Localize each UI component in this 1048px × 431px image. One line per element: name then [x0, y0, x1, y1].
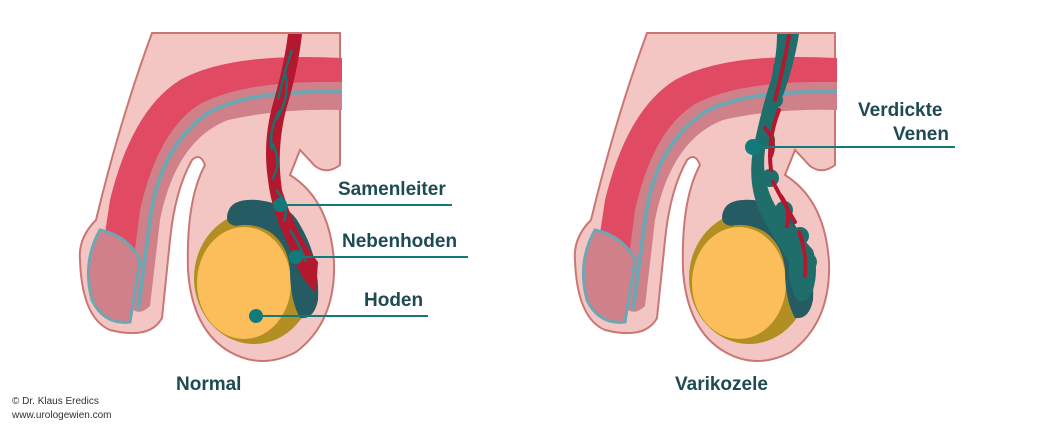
corpus-cavernosum: [95, 56, 342, 312]
credit-author: © Dr. Klaus Eredics: [12, 396, 99, 407]
testis-right: [692, 227, 786, 339]
caption-normal: Normal: [176, 374, 241, 395]
pointer-dot-verdickte-venen: [745, 139, 761, 155]
pointer-dot-hoden: [249, 309, 263, 323]
glans-right: [581, 228, 637, 324]
glans: [86, 228, 142, 324]
testis: [197, 227, 291, 339]
label-nebenhoden: Nebenhoden: [342, 231, 457, 252]
corpus-cavernosum-right: [590, 56, 837, 312]
pointer-dot-nebenhoden: [289, 250, 303, 264]
label-venen: Venen: [893, 124, 949, 145]
normal-anatomy: Samenleiter Nebenhoden Hoden Normal: [78, 32, 468, 395]
vein-red-inner: [763, 34, 808, 278]
credit-website: www.urologewien.com: [11, 410, 112, 421]
varicocele-anatomy: Verdickte Venen Varikozele: [573, 32, 955, 395]
label-verdickte: Verdickte: [858, 100, 943, 121]
pointer-dot-samenleiter: [273, 198, 287, 212]
caption-varikozele: Varikozele: [675, 374, 768, 395]
label-samenleiter: Samenleiter: [338, 179, 446, 200]
label-hoden: Hoden: [364, 290, 423, 311]
